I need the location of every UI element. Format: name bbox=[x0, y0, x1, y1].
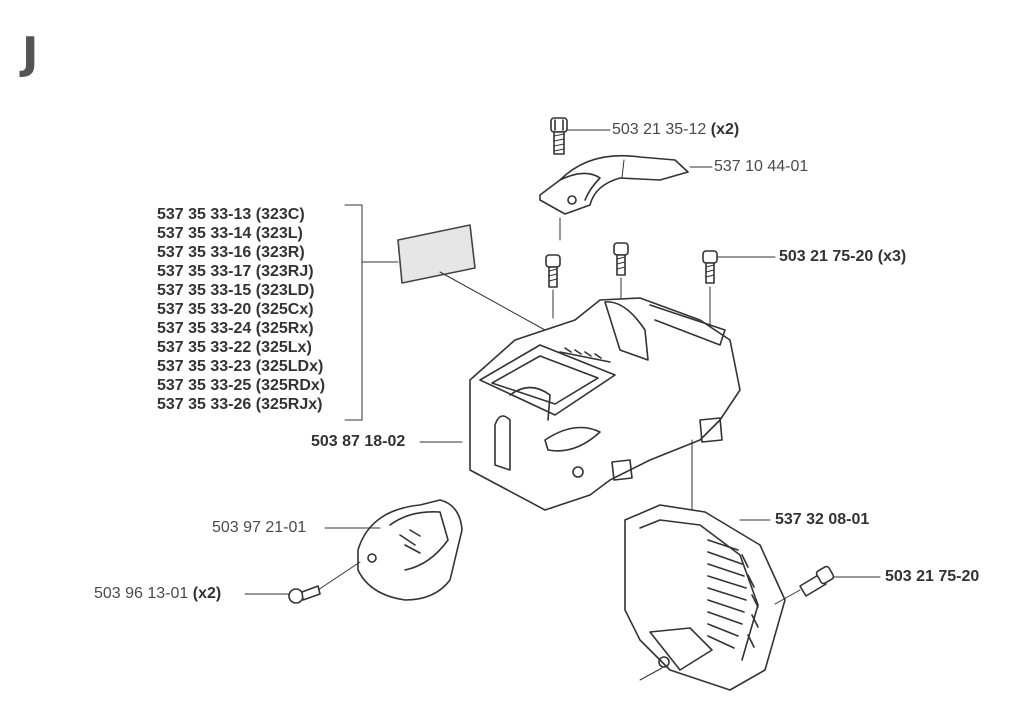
decal-kit-item: 537 35 33-26 (325RJx) bbox=[157, 396, 323, 413]
decal-kit-item: 537 35 33-16 (323R) bbox=[157, 244, 305, 261]
holder-screw-label: 503 96 13-01 (x2) bbox=[94, 585, 222, 602]
decal-kit-item: 537 35 33-20 (325Cx) bbox=[157, 301, 314, 318]
holder-screw-drawing bbox=[288, 585, 321, 604]
top-screw-drawing bbox=[550, 117, 568, 155]
holder-drawing bbox=[357, 499, 463, 601]
decal-kit-item: 537 35 33-13 (323C) bbox=[157, 206, 305, 223]
decal-kit-item: 537 35 33-25 (325RDx) bbox=[157, 377, 326, 394]
decal-kit-item: 537 35 33-23 (325LDx) bbox=[157, 358, 324, 375]
side-screw-label: 503 21 75-20 bbox=[885, 568, 980, 585]
cylinder-cover-label: 537 32 08-01 bbox=[775, 511, 870, 528]
decal-kit-item: 537 35 33-22 (325Lx) bbox=[157, 339, 312, 356]
holder-label: 503 97 21-01 bbox=[212, 519, 307, 536]
decal-kit-item: 537 35 33-17 (323RJ) bbox=[157, 263, 314, 280]
side-screw-drawing bbox=[799, 565, 835, 597]
main-cover-drawing bbox=[469, 297, 741, 511]
top-screw-label: 503 21 35-12 (x2) bbox=[612, 121, 740, 138]
decal-kit-item: 537 35 33-15 (323LD) bbox=[157, 282, 315, 299]
decal-kit-list: 537 35 33-13 (323C) 537 35 33-14 (323L) … bbox=[157, 205, 325, 414]
cylinder-cover-drawing bbox=[624, 504, 786, 691]
section-letter: J bbox=[22, 28, 39, 79]
decal-kit-item: 537 35 33-24 (325Rx) bbox=[157, 320, 314, 337]
decal-drawing bbox=[397, 224, 476, 284]
bracket-label: 537 10 44-01 bbox=[714, 158, 809, 175]
cover-label: 503 87 18-02 bbox=[311, 433, 406, 450]
middle-screws-label: 503 21 75-20 (x3) bbox=[779, 248, 907, 265]
middle-screws-drawing bbox=[545, 242, 718, 288]
decal-kit-item: 537 35 33-14 (323L) bbox=[157, 225, 303, 242]
bracket-drawing bbox=[539, 154, 689, 215]
